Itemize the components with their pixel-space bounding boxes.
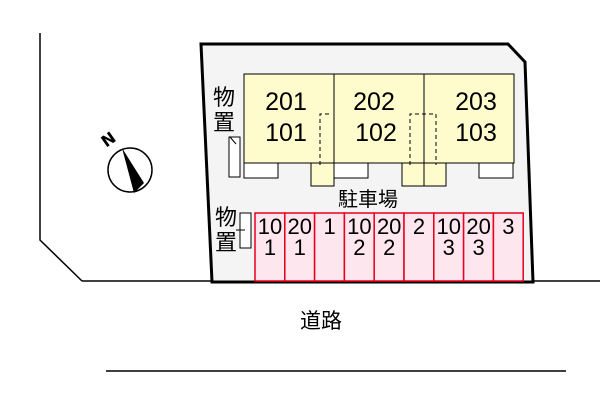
road-label: 道路 (300, 309, 342, 333)
parking-space (313, 212, 346, 282)
parking-space-label: 203 (466, 214, 491, 260)
storage-label-1: 物置 (212, 86, 235, 136)
storage-label-2: 物置 (214, 206, 237, 256)
parking-space (284, 212, 316, 282)
parking-spaces (254, 212, 524, 282)
parking-space-label: 202 (376, 214, 402, 260)
parking-space (492, 212, 524, 282)
parking-label: 駐車場 (338, 187, 398, 211)
parking-space-label: 102 (347, 214, 372, 260)
buildings (243, 73, 515, 187)
parking-space (403, 212, 435, 282)
parking-space-label: 3 (502, 214, 515, 239)
unit-203: 203 (455, 88, 497, 116)
parking-space-label: 103 (436, 214, 462, 260)
parking-space (343, 212, 375, 282)
parking-space-label: 1 (323, 214, 336, 239)
unit-102: 102 (355, 119, 397, 147)
parking-space (462, 212, 495, 282)
parking-space-label: 201 (287, 214, 313, 260)
parking-space (433, 212, 465, 282)
unit-201: 201 (265, 88, 307, 116)
parking-space-label: 2 (412, 214, 426, 239)
storage-shed-1 (228, 136, 241, 178)
unit-101: 101 (265, 119, 307, 147)
left-boundary (39, 33, 83, 282)
compass-icon (107, 147, 153, 193)
parking-space-label: 101 (257, 214, 283, 260)
unit-202: 202 (353, 88, 395, 116)
unit-103: 103 (455, 119, 497, 147)
